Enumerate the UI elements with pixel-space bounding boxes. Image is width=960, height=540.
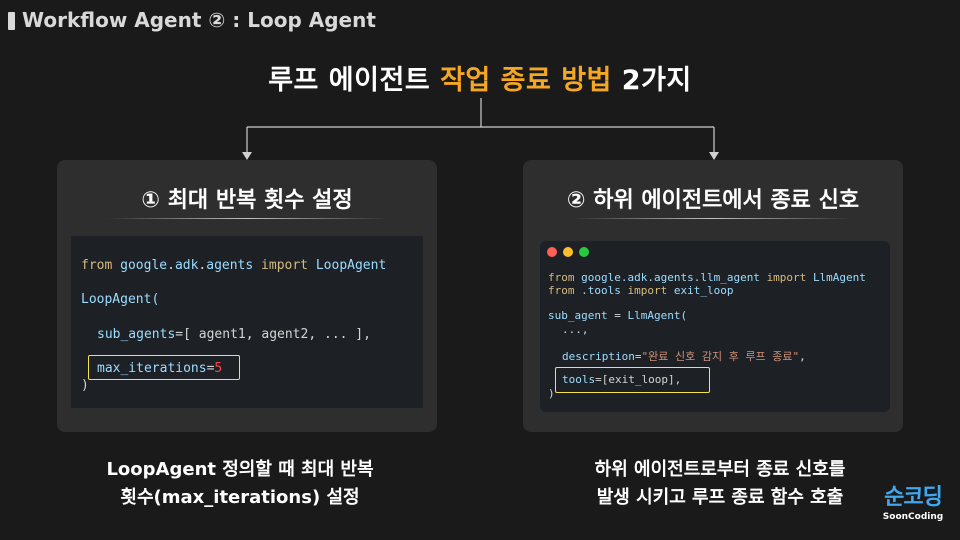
code-block-left: from google.adk.agents import LoopAgent …: [71, 236, 423, 408]
code-line: max_iterations=5: [97, 361, 223, 376]
code-line: ...,: [562, 323, 589, 336]
caption-left: LoopAgent 정의할 때 최대 반복 횟수(max_iterations)…: [0, 456, 480, 512]
window-maximize-dot: [579, 247, 589, 257]
main-title: 루프 에이전트 작업 종료 방법 2가지: [0, 58, 960, 97]
code-line: description="완료 신호 감지 후 루프 종료",: [562, 350, 806, 363]
caption-right-line2: 발생 시키고 루프 종료 함수 호출: [596, 487, 844, 508]
main-title-part1: 루프 에이전트: [268, 65, 441, 96]
caption-right: 하위 에이전트로부터 종료 신호를 발생 시키고 루프 종료 함수 호출: [480, 456, 960, 512]
card-max-iterations: ① 최대 반복 횟수 설정 from google.adk.agents imp…: [57, 160, 437, 432]
header-title: Workflow Agent ② : Loop Agent: [22, 8, 376, 32]
logo-main-text: 순코딩: [884, 485, 943, 510]
highlight-max-iterations: [88, 355, 240, 380]
code-line: sub_agents=[ agent1, agent2, ... ],: [97, 327, 371, 342]
code-line: LoopAgent(: [81, 292, 160, 307]
window-close-dot: [547, 247, 557, 257]
main-title-highlight: 작업 종료 방법: [440, 65, 612, 96]
caption-left-line1: LoopAgent 정의할 때 최대 반복: [106, 459, 374, 480]
caption-left-line2: 횟수(max_iterations) 설정: [120, 487, 360, 508]
caption-right-line1: 하위 에이전트로부터 종료 신호를: [594, 459, 846, 480]
main-title-part2: 2가지: [611, 65, 692, 96]
card-left-heading: ① 최대 반복 횟수 설정: [141, 188, 353, 213]
code-line: ): [548, 387, 555, 400]
card-right-heading: ② 하위 에이전트에서 종료 신호: [566, 188, 860, 213]
logo-sub-text: SoonCoding: [882, 512, 944, 522]
code-line: ): [81, 378, 89, 393]
code-line: from google.adk.agents.llm_agent import …: [548, 271, 866, 284]
arrowhead-right: [709, 152, 719, 160]
brand-logo: 순코딩 SoonCoding: [878, 486, 948, 524]
code-line: tools=[exit_loop],: [562, 373, 682, 386]
card-right-underline: [573, 218, 853, 219]
code-block-right: from google.adk.agents.llm_agent import …: [540, 241, 890, 412]
window-minimize-dot: [563, 247, 573, 257]
card-left-underline: [107, 218, 387, 219]
branch-connector: [242, 98, 719, 160]
card-exit-signal: ② 하위 에이전트에서 종료 신호 from google.adk.agents…: [523, 160, 903, 432]
arrowhead-left: [242, 152, 252, 160]
header-accent-bar: [8, 12, 15, 30]
code-line: from .tools import exit_loop: [548, 284, 734, 297]
highlight-tools-exit-loop: [555, 367, 710, 393]
code-line: from google.adk.agents import LoopAgent: [81, 258, 387, 273]
code-line: sub_agent = LlmAgent(: [548, 309, 688, 322]
